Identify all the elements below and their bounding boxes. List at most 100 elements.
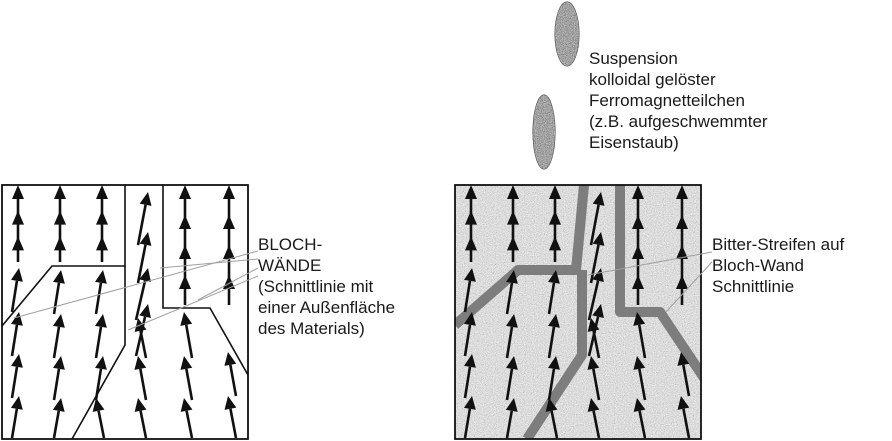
magnetization-arrow-icon (589, 192, 605, 246)
magnetization-arrow-icon (134, 398, 148, 439)
magnetization-arrow-icon (12, 236, 24, 251)
magnetization-arrow-icon (547, 314, 560, 359)
magnetization-arrow-icon (10, 312, 23, 357)
magnetization-arrow-icon (96, 185, 108, 199)
left-arrows (10, 185, 238, 439)
bitter-label-line-1: Bitter-Streifen auf (712, 235, 845, 254)
magnetization-arrow-icon (463, 268, 476, 313)
magnetization-arrow-icon (633, 356, 647, 401)
bitter-stripes-label: Bitter-Streifen auf Bloch-Wand Schnittli… (712, 234, 844, 297)
magnetization-arrow-icon (10, 268, 23, 313)
bloch-wall-line-3 (71, 266, 126, 440)
magnetization-arrow-icon (179, 245, 191, 259)
magnetization-arrow-icon (507, 185, 519, 199)
magnetization-arrow-icon (54, 236, 66, 251)
bloch-label-line-2: WÄNDE (258, 256, 322, 275)
magnetization-arrow-icon (589, 232, 605, 284)
suspension-label: Suspension kolloidal gelöster Ferromagne… (589, 48, 768, 153)
magnetization-arrow-icon (676, 245, 688, 259)
magnetization-arrow-icon (505, 398, 518, 439)
magnetization-arrow-icon (179, 275, 191, 289)
magnetization-arrow-icon (52, 314, 65, 359)
magnetization-arrow-icon (676, 185, 688, 199)
magnetization-arrow-icon (677, 396, 691, 439)
magnetization-arrow-icon (632, 275, 644, 289)
magnetization-arrow-icon (465, 185, 477, 199)
magnetization-arrow-icon (134, 268, 151, 321)
magnetization-arrow-icon (549, 210, 561, 225)
magnetization-arrow-icon (587, 318, 601, 359)
magnetization-arrow-icon (549, 185, 561, 199)
magnetization-arrow-icon (52, 398, 65, 439)
bitter-label-line-2: Bloch-Wand (712, 256, 804, 275)
magnetization-arrow-icon (677, 352, 691, 397)
bloch-label-line-3: (Schnittlinie mit (258, 277, 374, 296)
magnetization-arrow-icon (94, 314, 107, 359)
magnetization-arrow-icon (92, 398, 106, 439)
magnetization-arrow-icon (632, 215, 644, 229)
magnetization-arrow-icon (507, 236, 519, 251)
magnetization-arrow-icon (136, 192, 152, 246)
magnetization-arrow-icon (463, 354, 476, 399)
magnetization-arrow-icon (465, 236, 477, 251)
magnetization-arrow-icon (505, 314, 518, 359)
left-domain-block (1, 184, 259, 440)
magnetization-arrow-icon (12, 210, 24, 225)
magnetization-arrow-icon (545, 398, 559, 439)
magnetization-arrow-icon (587, 398, 601, 439)
magnetization-arrow-icon (547, 270, 560, 315)
magnetization-arrow-icon (549, 236, 561, 251)
magnetization-arrow-icon (96, 210, 108, 225)
magnetization-arrow-icon (12, 185, 24, 199)
right-arrows (463, 185, 691, 439)
magnetization-arrow-icon (224, 396, 238, 439)
magnetization-arrow-icon (223, 215, 235, 229)
magnetization-arrow-icon (587, 268, 604, 321)
magnetization-arrow-icon (52, 270, 65, 315)
magnetization-arrow-icon (463, 396, 476, 439)
suspension-label-line-4: (z.B. aufgeschwemmter (589, 112, 768, 131)
magnetization-arrow-icon (180, 398, 194, 439)
magnetization-arrow-icon (180, 312, 194, 359)
right-domain-block (454, 184, 713, 440)
magnetization-arrow-icon (676, 215, 688, 229)
suspension-label-line-5: Eisenstaub) (589, 133, 679, 152)
magnetization-arrow-icon (633, 398, 647, 439)
magnetization-arrow-icon (136, 232, 152, 284)
magnetization-arrow-icon (180, 356, 194, 401)
bloch-leader-lines (13, 250, 259, 331)
magnetization-arrow-icon (94, 356, 107, 401)
magnetization-arrow-icon (465, 210, 477, 225)
magnetization-arrow-icon (505, 356, 518, 401)
magnetization-arrow-icon (223, 245, 235, 259)
bitter-stripes (455, 185, 701, 439)
magnetization-arrow-icon (179, 185, 191, 199)
magnetization-arrow-icon (505, 270, 518, 315)
bloch-wall-line-1 (1, 185, 126, 327)
magnetization-arrow-icon (54, 185, 66, 199)
bloch-label-line-5: des Materials) (258, 319, 365, 338)
magnetization-arrow-icon (547, 356, 560, 401)
bitter-label-line-3: Schnittlinie (712, 277, 795, 296)
magnetization-arrow-icon (10, 354, 23, 399)
magnetization-arrow-icon (507, 210, 519, 225)
magnetization-arrow-icon (134, 356, 148, 401)
magnetization-arrow-icon (54, 210, 66, 225)
magnetization-arrow-icon (52, 356, 65, 401)
bloch-wall-line-2 (162, 185, 249, 376)
bloch-label-line-1: BLOCH- (258, 235, 323, 254)
bitter-leader-lines (587, 251, 713, 313)
magnetization-arrow-icon (224, 352, 238, 397)
magnetization-arrow-icon (10, 396, 23, 439)
bloch-label-line-4: einer Außenfläche (258, 298, 396, 317)
magnetization-arrow-icon (676, 275, 688, 289)
suspension-label-line-3: Ferromagnetteilchen (589, 91, 745, 110)
magnetization-arrow-icon (587, 356, 601, 401)
bloch-walls-label: BLOCH- WÄNDE (Schnittlinie mit einer Auß… (258, 234, 395, 339)
right-block-outline (454, 184, 702, 440)
suspension-droplets (532, 1, 580, 170)
magnetization-arrow-icon (632, 185, 644, 199)
magnetization-arrow-icon (94, 270, 107, 315)
magnetization-arrow-icon (96, 236, 108, 251)
